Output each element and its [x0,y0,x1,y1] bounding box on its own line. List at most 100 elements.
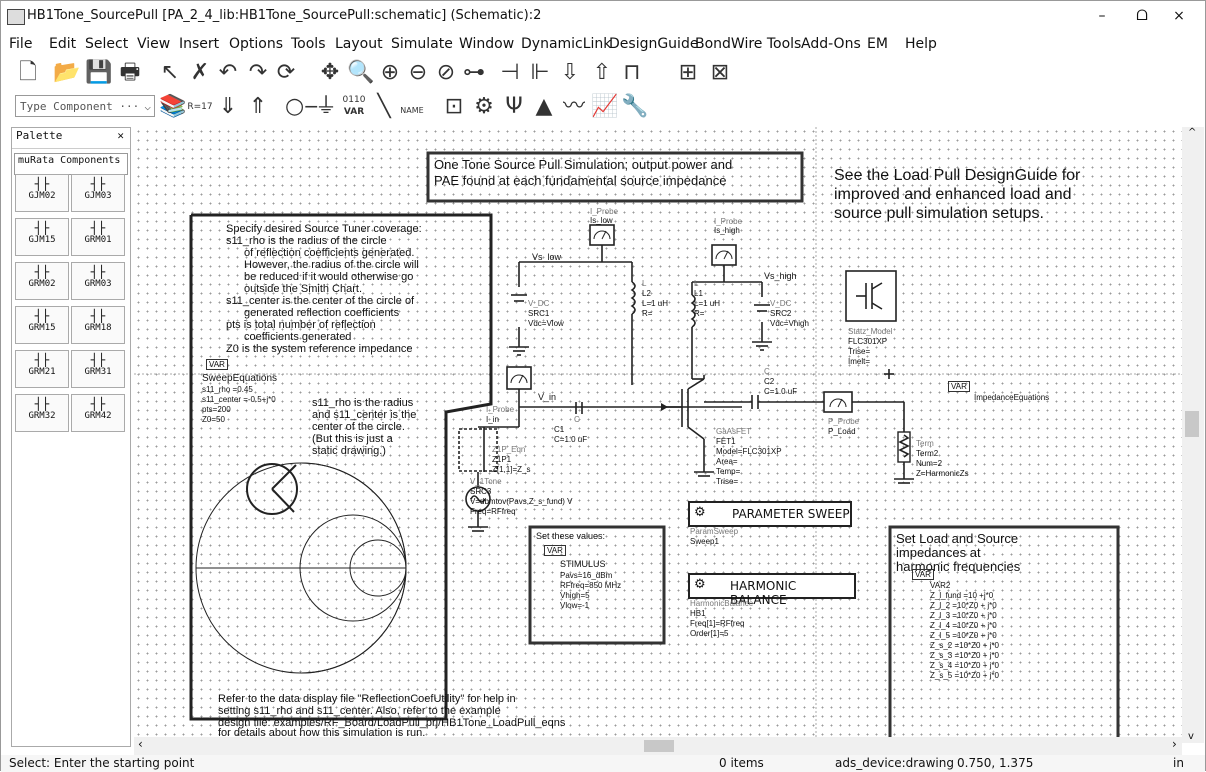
palette-item[interactable]: ┤├GJM15 [15,218,69,256]
wire-draw-icon[interactable]: ╲ [377,94,391,119]
stimulus-rffreq[interactable]: RFfreq=850 MHz [560,581,622,590]
fet-name[interactable]: FET1 [716,437,736,446]
select-pointer-icon[interactable]: ↖ [160,60,180,85]
close-icon[interactable]: ✕ [117,129,124,142]
menu-file[interactable]: File [9,36,33,52]
pin-icon[interactable]: ⊶ [463,60,485,85]
c2-value[interactable]: C=1.0 uF [764,387,798,396]
palette-item[interactable]: ┤├GRM03 [71,262,125,300]
sweep-eq-line[interactable]: s11_rho =0.45 [202,385,253,394]
menu-designguide[interactable]: DesignGuide [609,36,699,52]
wire-icon[interactable]: ⊣ [500,60,520,85]
vertical-scroll-thumb[interactable] [1185,411,1199,437]
menu-select[interactable]: Select [85,36,129,52]
var2-line[interactable]: Z_s_5 =10*Z0 + j*0 [930,671,999,680]
l1-value[interactable]: L=1 uH [694,299,721,308]
fet-model[interactable]: Model=FLC301XP [716,447,782,456]
l2-resistance[interactable]: R= [642,309,653,318]
palette-item[interactable]: ┤├GRM32 [15,394,69,432]
zoom-prev-icon[interactable]: ⊘ [436,60,456,85]
vtone-freq[interactable]: Freq=RFfreq [470,507,516,516]
component-icon[interactable]: ⊓ [623,60,641,85]
tune-icon[interactable]: 🔧 [621,94,649,119]
net-label-vs-high[interactable]: Vs_high [764,271,797,281]
vdc1-value[interactable]: Vdc=Vlow [528,319,564,328]
palette-item[interactable]: ┤├GJM02 [15,174,69,212]
vdc1-name[interactable]: SRC1 [528,309,550,318]
grid-icon[interactable]: ⊞ [678,60,698,85]
waveform-icon[interactable]: 〰 [562,94,585,119]
vdc1-type[interactable]: V_DC [528,299,550,308]
vdc2-name[interactable]: SRC2 [770,309,792,318]
palette-item[interactable]: ┤├GRM21 [15,350,69,388]
l2-value[interactable]: L=1 uH [642,299,669,308]
open-icon[interactable]: 📂 [53,60,81,85]
horizontal-scroll-thumb[interactable] [644,740,674,752]
palette-item[interactable]: ┤├GRM01 [71,218,125,256]
statz-name[interactable]: FLC301XP [848,337,888,346]
c1-value[interactable]: C=1.0 uF [554,435,588,444]
stimulus-vlow[interactable]: Vlow=-1 [560,601,590,610]
schematic-canvas[interactable]: One Tone Source Pull Simulation; output … [134,127,1182,737]
menu-dynamiclink[interactable]: DynamicLink [521,36,612,52]
gear-icon[interactable]: ⚙ [474,94,494,119]
var2-line[interactable]: Z_l_4 =10*Z0 + j*0 [930,621,997,630]
var2-name[interactable]: VAR2 [930,581,951,590]
hb-name[interactable]: HB1 [690,609,706,618]
push-into-icon[interactable]: ⇩ [560,60,580,85]
sweep-eq-line[interactable]: s11_center =-0.5+j*0 [202,395,276,404]
scroll-left-icon[interactable]: ‹ [138,737,143,751]
move-icon[interactable]: ✥ [320,60,340,85]
palette-item[interactable]: ┤├GRM15 [15,306,69,344]
redo-icon[interactable]: ↷ [248,60,268,85]
palette-item[interactable]: ┤├GJM03 [71,174,125,212]
var2-line[interactable]: Z_l_5 =10*Z0 + j*0 [930,631,997,640]
menu-simulate[interactable]: Simulate [391,36,453,52]
hb-freq[interactable]: Freq[1]=RFfreq [690,619,745,628]
iprobe-high-name[interactable]: Is_high [714,226,740,235]
term-num[interactable]: Num=2 [916,459,943,468]
pprobe-type[interactable]: P_Probe [828,417,860,426]
c2-name[interactable]: C2 [764,377,775,386]
l2-type[interactable]: L [642,279,647,288]
undo-icon[interactable]: ↶ [218,60,238,85]
print-icon[interactable]: 🖶 [119,60,141,85]
menu-window[interactable]: Window [459,36,515,52]
menu-add-ons[interactable]: Add-Ons [801,36,861,52]
term-z[interactable]: Z=HarmonicZs [916,469,969,478]
statz-imelt[interactable]: Imelt= [848,357,871,366]
vdc2-value[interactable]: Vdc=Vhigh [770,319,809,328]
deactivate-icon[interactable]: ⊠ [710,60,730,85]
iprobe-low-type[interactable]: I_Probe [590,207,619,216]
l1-resistance[interactable]: R= [694,309,705,318]
var2-line[interactable]: Z_l_fund =10 +j*0 [930,591,994,600]
hb-order[interactable]: Order[1]=5 [690,629,729,638]
vdc2-type[interactable]: V_DC [770,299,792,308]
menu-layout[interactable]: Layout [335,36,383,52]
harmonic-balance-block[interactable]: ⚙ HARMONIC BALANCE [688,573,856,607]
var2-line[interactable]: Z_s_3 =10*Z0 + j*0 [930,651,999,660]
vertical-scrollbar[interactable]: ^ v [1182,127,1204,743]
pop-out-icon[interactable]: ⇧ [592,60,612,85]
zoom-out-icon[interactable]: ⊖ [408,60,428,85]
scroll-down-icon[interactable]: v [1188,731,1194,742]
param-sweep-type[interactable]: ParamSweep [690,527,739,536]
menu-edit[interactable]: Edit [49,36,77,52]
palette-item[interactable]: ┤├GRM18 [71,306,125,344]
menu-em[interactable]: EM [867,36,888,52]
upload-icon[interactable]: ⇑ [248,94,268,119]
c1-type[interactable]: C [574,415,580,424]
insert-template-icon[interactable]: ⊡ [444,94,464,119]
iprobe-high-type[interactable]: I_Probe [714,217,743,226]
component-search-input[interactable]: Type Component ··· ⌵ [15,95,155,117]
vtone-type[interactable]: V_1Tone [470,477,502,486]
port-icon[interactable]: ○‒ [285,94,319,119]
term-name[interactable]: Term2 [916,449,939,458]
c1-name[interactable]: C1 [554,425,565,434]
z1p-type[interactable]: Z1P_Eqn [492,445,526,454]
c2-type[interactable]: C [764,367,770,376]
stimulus-pavs[interactable]: Pavs=16_dBm [560,571,613,580]
impedance-eq-name[interactable]: ImpedanceEquations [974,393,1050,402]
delete-icon[interactable]: ✗ [190,60,210,85]
